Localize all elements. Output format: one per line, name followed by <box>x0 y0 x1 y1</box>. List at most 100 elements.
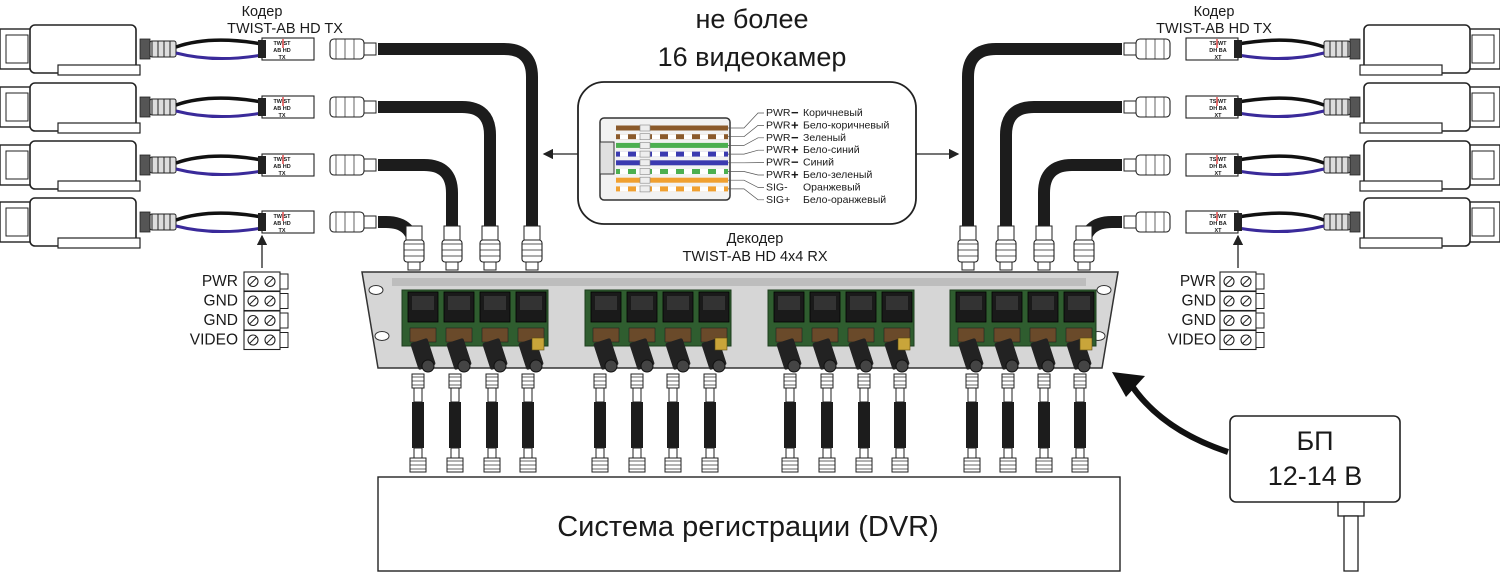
pinout-color-7: Оранжевый <box>803 181 861 193</box>
decoder-bnc-out-13 <box>958 338 984 373</box>
pinout-sign-3: − <box>791 130 799 145</box>
encoder-chip-text-1: TSIWT <box>1209 99 1227 105</box>
decoder-label-line-2: TWIST-AB HD 4x4 RX <box>682 249 827 265</box>
dvr-label: Система регистрации (DVR) <box>557 511 939 543</box>
encoder-right-label-line-2: TWIST-AB HD TX <box>1156 21 1272 37</box>
bnc-cable-12 <box>891 373 909 473</box>
decoder-bnc-out-14 <box>994 338 1020 373</box>
utp-cable-left-3 <box>378 159 458 232</box>
encoder-left-label-line-2: TWIST-AB HD TX <box>227 21 343 37</box>
decoder-rj45-port-5 <box>590 291 622 343</box>
utp-cable-left-2 <box>378 101 496 232</box>
encoder-chip-text-2: DH BA <box>1209 221 1226 227</box>
terminal-screw-4 <box>243 329 289 351</box>
encoder-chip-text-2: AB HD <box>273 221 290 227</box>
decoder-rj45-port-4 <box>515 291 547 343</box>
decoder-input-plug-1 <box>521 225 543 271</box>
bnc-cable-13 <box>963 373 981 473</box>
encoder-chip-text-2: DH BA <box>1209 48 1226 54</box>
utp-cables <box>378 43 1122 271</box>
bnc-cable-7 <box>664 373 682 473</box>
bnc-cables <box>409 373 1089 473</box>
pinout-sign-5: − <box>791 155 799 170</box>
pinout-wire-2 <box>616 125 764 140</box>
terminal-label-pwr-1: PWR <box>1180 273 1216 290</box>
rack-mount-hole-left <box>368 285 384 295</box>
pinout-signal-1: PWR <box>766 107 791 119</box>
psu-label-line-2: 12-14 В <box>1268 461 1363 491</box>
pinout-color-6: Бело-зеленый <box>803 169 872 181</box>
bnc-cable-16 <box>1071 373 1089 473</box>
terminal-label-video-4: VIDEO <box>1168 332 1216 349</box>
terminal-label-gnd-3: GND <box>204 312 238 329</box>
decoder-input-plug-2 <box>479 225 501 271</box>
terminal-label-video-4: VIDEO <box>190 332 238 349</box>
encoder-chip-text-2: AB HD <box>273 106 290 112</box>
pinout-color-5: Синий <box>803 157 834 169</box>
terminal-screw-2 <box>243 290 289 312</box>
pinout-wire-5 <box>616 159 764 167</box>
decoder-bnc-out-1 <box>410 338 436 373</box>
utp-cable-left-1 <box>378 43 538 232</box>
terminal-screw-3 <box>1219 310 1265 331</box>
decoder-module-2 <box>584 289 732 373</box>
pinout-color-2: Бело-коричневый <box>803 119 889 131</box>
encoder-chip-text-3: XT <box>1214 55 1222 61</box>
decoder-rj45-port-2 <box>443 291 475 343</box>
bnc-cable-9 <box>781 373 799 473</box>
decoder-bnc-out-11 <box>848 338 874 373</box>
decoder-input-plug-3 <box>441 225 463 271</box>
pinout-color-8: Бело-оранжевый <box>803 194 886 206</box>
bnc-cable-6 <box>628 373 646 473</box>
encoder-chip-text-3: TX <box>278 55 285 61</box>
encoder-chip-text-2: AB HD <box>273 164 290 170</box>
decoder-bnc-out-6 <box>629 338 655 373</box>
encoder-chip-text-1: TSIWT <box>1209 41 1227 47</box>
pinout-signal-2: PWR <box>766 119 791 131</box>
pinout-signal-4: PWR <box>766 144 791 156</box>
decoder-module-3 <box>767 289 915 373</box>
decoder-rj45-port-11 <box>845 291 877 343</box>
bnc-cable-11 <box>855 373 873 473</box>
pinout-wire-3 <box>616 137 764 149</box>
decoder-rj45-port-16 <box>1063 291 1095 343</box>
rj45-plug-right-1 <box>1123 38 1171 60</box>
encoder-chip-text-3: TX <box>278 113 285 119</box>
pinout-color-4: Бело-синий <box>803 144 860 156</box>
terminal-screw-4 <box>1219 329 1265 351</box>
rj45-plug-right-3 <box>1123 154 1171 176</box>
utp-cable-right-2 <box>1000 101 1122 232</box>
encoder-right-label-line-1: Кодер <box>1194 4 1235 20</box>
decoder-bnc-out-10 <box>812 338 838 373</box>
pinout-color-3: Зеленый <box>803 132 846 144</box>
terminal-screw-3 <box>243 310 289 331</box>
terminal-screw-2 <box>1219 290 1265 312</box>
pinout-wire-7 <box>616 176 764 188</box>
decoder-rj45-port-10 <box>809 291 841 343</box>
bnc-cable-15 <box>1035 373 1053 473</box>
rj45-plug-right-4 <box>1123 211 1171 233</box>
encoder-chip-text-1: TSIWT <box>1209 157 1227 163</box>
decoder-input-plug-4 <box>403 225 425 271</box>
decoder-rj45-port-7 <box>662 291 694 343</box>
bnc-cable-4 <box>519 373 537 473</box>
decoder-rj45-port-15 <box>1027 291 1059 343</box>
pinout-signal-7: SIG- <box>766 181 788 193</box>
encoder-chip-text-1: TWIST <box>273 157 291 163</box>
rj45-plug-left-3 <box>329 154 377 176</box>
decoder-input-plug-8 <box>1073 225 1095 271</box>
power-supply: БП 12-14 В <box>1229 415 1401 572</box>
